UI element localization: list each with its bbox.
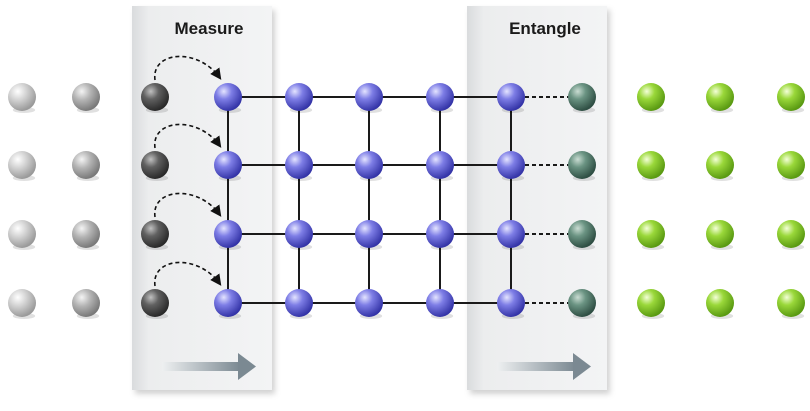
unmeasured-qubit xyxy=(72,289,100,319)
entangling-qubit xyxy=(568,220,596,250)
unmeasured-qubit xyxy=(8,289,36,319)
measured-qubit xyxy=(141,289,169,319)
fresh-qubit xyxy=(777,220,805,250)
measured-qubit xyxy=(141,151,169,181)
unmeasured-qubit xyxy=(72,83,100,113)
entangle-label: Entangle xyxy=(509,19,581,38)
unmeasured-qubit xyxy=(8,151,36,181)
fresh-qubit xyxy=(637,83,665,113)
measured-qubit xyxy=(141,83,169,113)
cluster-qubit xyxy=(355,289,383,319)
cluster-qubit xyxy=(497,83,525,113)
fresh-qubit xyxy=(706,151,734,181)
right-arrow-icon xyxy=(162,353,256,380)
fresh-qubit xyxy=(637,220,665,250)
cluster-qubit xyxy=(355,220,383,250)
cluster-qubit xyxy=(214,220,242,250)
cluster-qubit xyxy=(426,151,454,181)
qubit-array xyxy=(8,83,805,319)
cluster-qubit xyxy=(214,83,242,113)
unmeasured-qubit xyxy=(72,151,100,181)
cluster-qubit xyxy=(355,83,383,113)
fresh-qubit xyxy=(777,151,805,181)
cluster-qubit xyxy=(285,83,313,113)
entangling-qubit xyxy=(568,83,596,113)
cluster-qubit xyxy=(426,289,454,319)
fresh-qubit xyxy=(637,151,665,181)
cluster-qubit xyxy=(214,289,242,319)
cluster-qubit xyxy=(285,289,313,319)
dashed-curved-arrow-icon xyxy=(154,55,222,81)
fresh-qubit xyxy=(637,289,665,319)
fresh-qubit xyxy=(706,220,734,250)
cluster-qubit xyxy=(285,220,313,250)
entangling-qubit xyxy=(568,151,596,181)
cluster-qubit xyxy=(355,151,383,181)
unmeasured-qubit xyxy=(8,220,36,250)
unmeasured-qubit xyxy=(8,83,36,113)
right-arrow-icon xyxy=(497,353,591,380)
lattice-bonds xyxy=(227,96,582,304)
entangle-panel: Entangle xyxy=(467,6,607,390)
dashed-curved-arrow-icon xyxy=(154,261,222,287)
unmeasured-qubit xyxy=(72,220,100,250)
fresh-qubit xyxy=(777,83,805,113)
cluster-qubit xyxy=(426,220,454,250)
fresh-qubit xyxy=(706,83,734,113)
measure-label: Measure xyxy=(175,19,244,38)
measure-panel: Measure xyxy=(132,6,272,390)
measurement-arcs xyxy=(154,55,222,287)
dashed-curved-arrow-icon xyxy=(154,123,222,149)
cluster-qubit xyxy=(497,151,525,181)
cluster-qubit xyxy=(497,289,525,319)
fresh-qubit xyxy=(706,289,734,319)
measured-qubit xyxy=(141,220,169,250)
cluster-qubit xyxy=(214,151,242,181)
entangling-qubit xyxy=(568,289,596,319)
cluster-qubit xyxy=(285,151,313,181)
cluster-qubit xyxy=(497,220,525,250)
fresh-qubit xyxy=(777,289,805,319)
dashed-curved-arrow-icon xyxy=(154,192,222,218)
cluster-qubit xyxy=(426,83,454,113)
